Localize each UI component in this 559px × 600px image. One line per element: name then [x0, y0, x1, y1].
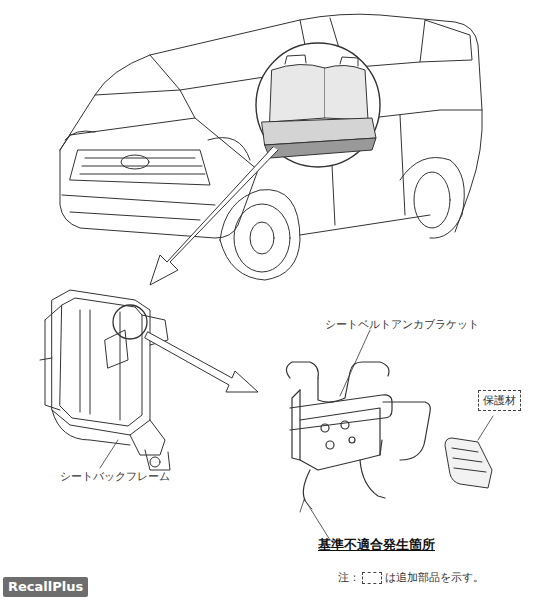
part-label: シートベルトアンカブラケット — [325, 318, 479, 331]
seat-belt-anchor-bracket — [286, 362, 430, 500]
note-label: は追加部品を示す。 — [385, 571, 484, 584]
pointer-arrow — [145, 332, 258, 392]
car-illustration — [60, 14, 482, 280]
leader-line — [100, 330, 493, 540]
added-part-box: 保護材 — [478, 390, 521, 411]
protective-material — [445, 438, 492, 488]
nonconformity-label: 基準不適合発生箇所 — [318, 537, 435, 553]
watermark: RecallPlus — [3, 577, 88, 597]
pointer-arrow — [150, 147, 278, 285]
seat-back-frame — [40, 290, 170, 470]
part-label: シートバックフレーム — [60, 470, 170, 483]
dashed-sample-box — [362, 572, 382, 584]
note-label: 注： — [338, 571, 360, 584]
part-name: 保護材 — [483, 394, 516, 407]
